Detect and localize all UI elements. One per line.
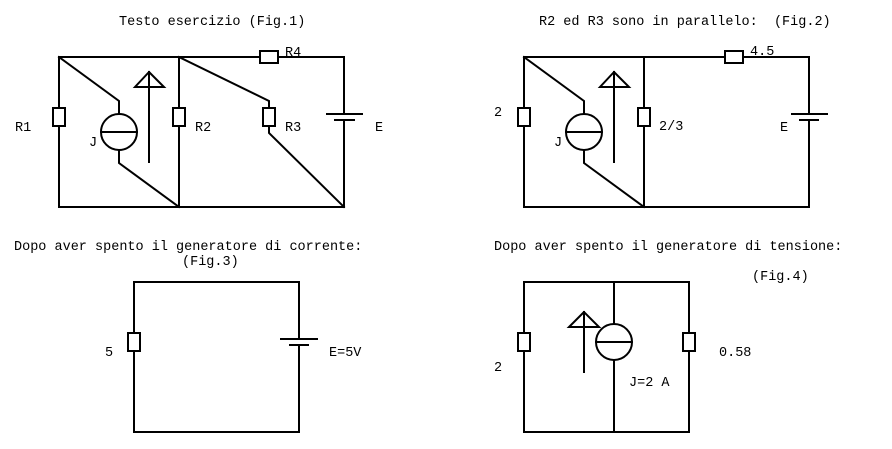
label-e: E <box>780 121 788 136</box>
fig1-title: Testo esercizio (Fig.1) <box>119 15 305 30</box>
fig4-wires <box>523 281 690 433</box>
figure-3: Dopo aver spento il generatore di corren… <box>14 240 362 433</box>
label-r-left: 2 <box>494 361 502 376</box>
figure-2: R2 ed R3 sono in parallelo: (Fig.2) 2 <box>494 15 831 209</box>
resistor-right <box>682 332 696 352</box>
fig2-wires <box>522 55 810 209</box>
fig3-title-line2: (Fig.3) <box>182 255 239 270</box>
resistor-r1 <box>517 107 531 127</box>
current-source-j <box>595 323 633 361</box>
label-r3: R3 <box>285 121 301 136</box>
label-e: E=5V <box>329 346 362 361</box>
resistor-r4 <box>724 50 744 64</box>
resistor-r2 <box>172 107 186 127</box>
resistor-r1 <box>52 107 66 127</box>
voltage-source-e <box>280 338 318 346</box>
fig2-title: R2 ed R3 sono in parallelo: (Fig.2) <box>539 15 831 30</box>
current-direction-arrow-icon <box>132 70 167 163</box>
resistor-r4 <box>259 50 279 64</box>
voltage-source-e <box>326 113 363 121</box>
label-r23: 2/3 <box>659 120 683 135</box>
current-source-j <box>100 113 138 151</box>
label-r1: 2 <box>494 106 502 121</box>
resistor-left <box>517 332 531 352</box>
fig4-title-line2: (Fig.4) <box>752 270 809 285</box>
resistor-r23 <box>637 107 651 127</box>
label-r: 5 <box>105 346 113 361</box>
voltage-source-e <box>791 113 828 121</box>
label-r-right: 0.58 <box>719 346 751 361</box>
fig4-title-line1: Dopo aver spento il generatore di tensio… <box>494 240 842 255</box>
label-j: J <box>89 136 97 151</box>
fig3-wires <box>133 281 300 433</box>
fig3-title-line1: Dopo aver spento il generatore di corren… <box>14 240 362 255</box>
label-j: J=2 A <box>629 376 670 391</box>
resistor-r3 <box>262 107 276 127</box>
label-r2: R2 <box>195 121 211 136</box>
current-direction-arrow-icon <box>566 310 602 373</box>
label-e: E <box>375 121 383 136</box>
label-j: J <box>554 136 562 151</box>
label-r4: R4 <box>285 46 301 61</box>
label-r4: 4.5 <box>750 45 774 60</box>
current-source-j <box>565 113 603 151</box>
figure-4: Dopo aver spento il generatore di tensio… <box>494 240 842 433</box>
current-direction-arrow-icon <box>597 70 632 163</box>
fig1-wires <box>57 55 346 209</box>
figure-1: Testo esercizio (Fig.1) <box>15 15 383 209</box>
resistor-r <box>127 332 141 352</box>
label-r1: R1 <box>15 121 31 136</box>
